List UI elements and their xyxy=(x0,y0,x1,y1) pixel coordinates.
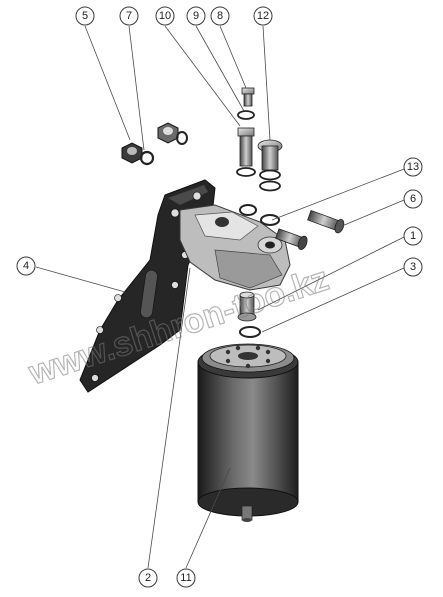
callout-13: 13 xyxy=(403,157,423,177)
svg-text:10: 10 xyxy=(159,10,171,22)
callout-9: 9 xyxy=(186,6,206,26)
svg-text:7: 7 xyxy=(126,10,132,22)
callout-11: 11 xyxy=(176,568,196,588)
callout-1: 1 xyxy=(403,226,423,246)
union-fitting xyxy=(237,291,257,322)
washer-13 xyxy=(260,214,280,226)
leader-lines xyxy=(35,25,405,569)
callout-7: 7 xyxy=(119,6,139,26)
bolt-with-washers-right xyxy=(257,139,283,192)
fuel-filter-cartridge xyxy=(197,343,299,522)
svg-text:13: 13 xyxy=(407,161,419,173)
svg-text:4: 4 xyxy=(23,260,29,272)
svg-text:3: 3 xyxy=(410,261,416,273)
bolt-short xyxy=(275,228,308,250)
bolt-6 xyxy=(307,210,345,234)
callout-5: 5 xyxy=(75,6,95,26)
svg-text:8: 8 xyxy=(217,10,223,22)
svg-text:11: 11 xyxy=(180,572,191,584)
seal-ring xyxy=(239,326,261,338)
svg-text:5: 5 xyxy=(82,10,88,22)
svg-text:2: 2 xyxy=(145,572,151,584)
filter-head xyxy=(179,204,291,291)
callout-10: 10 xyxy=(155,6,175,26)
washer xyxy=(239,204,257,216)
svg-text:6: 6 xyxy=(410,193,416,205)
callout-8: 8 xyxy=(210,6,230,26)
svg-text:9: 9 xyxy=(193,10,199,22)
bolt-with-washers-left xyxy=(236,87,256,177)
nut-upper xyxy=(157,122,188,145)
callout-3: 3 xyxy=(403,257,423,277)
nut-and-washer xyxy=(121,142,155,166)
callout-4: 4 xyxy=(16,256,36,276)
callout-12: 12 xyxy=(253,6,273,26)
svg-text:1: 1 xyxy=(410,230,416,242)
svg-text:12: 12 xyxy=(257,10,269,22)
callout-2: 2 xyxy=(138,568,158,588)
callout-6: 6 xyxy=(403,189,423,209)
